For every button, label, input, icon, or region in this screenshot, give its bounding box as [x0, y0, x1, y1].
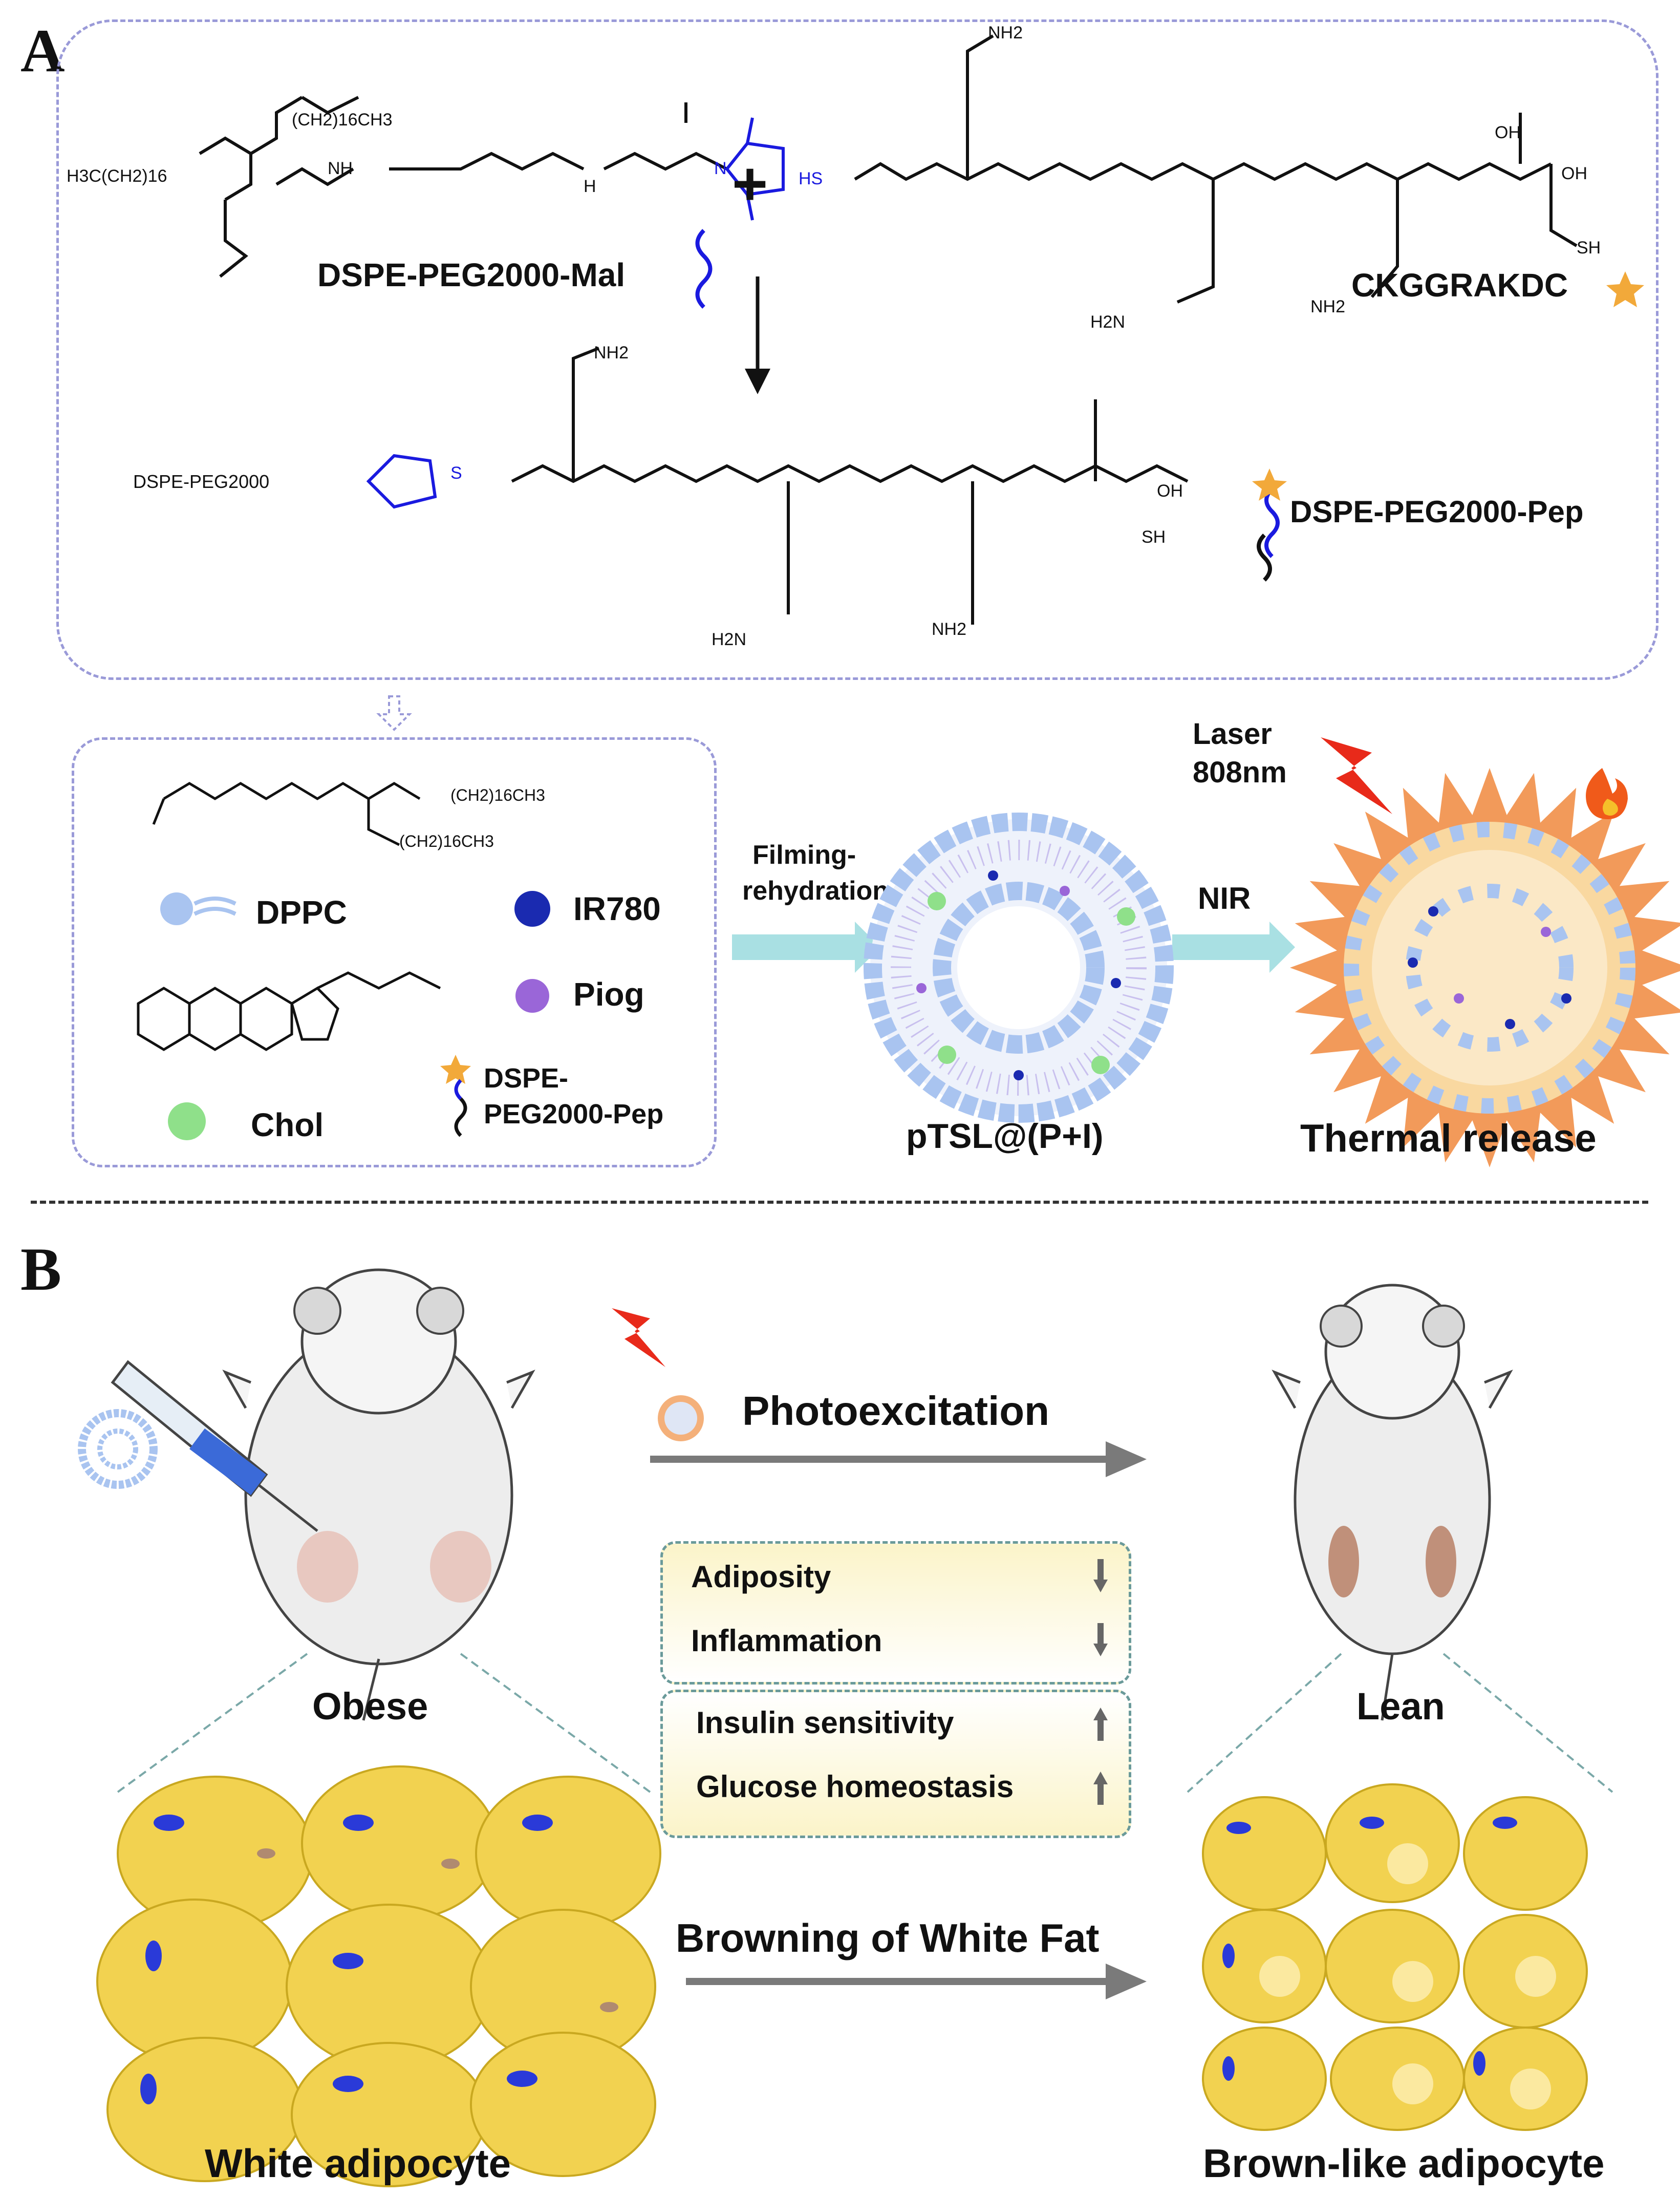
- panel-separator: [31, 1201, 1648, 1204]
- white-adipocyte-cluster: [96, 1765, 661, 2187]
- peptide-backbone-product: [511, 347, 1189, 625]
- laser-label-2: 808nm: [1193, 756, 1287, 789]
- reaction-arrow-head: [745, 369, 770, 394]
- lipid-h: H: [584, 177, 596, 196]
- photoexcitation-arrow: [1106, 1441, 1147, 1477]
- lipid-n: N: [714, 159, 727, 178]
- mouse-icon: [222, 1268, 535, 1721]
- injected-liposome-icon: [78, 1409, 158, 1489]
- peptide-nh2-bottom: NH2: [1310, 297, 1346, 316]
- peptide-hs: HS: [799, 169, 823, 188]
- dspe-mal-label: DSPE-PEG2000-Mal: [317, 257, 626, 293]
- dppc-label: DPPC: [256, 894, 347, 931]
- piog-icon: [515, 979, 549, 1013]
- product-nh2-top: NH2: [594, 343, 629, 363]
- dspe-pep-label-1: DSPE-: [484, 1063, 569, 1094]
- peptide-h2n: H2N: [1090, 312, 1126, 332]
- dppc-chain-1: (CH2)16CH3: [450, 786, 545, 804]
- liposome-label: pTSL@(P+I): [906, 1117, 1104, 1156]
- small-lightning-icon: [612, 1308, 665, 1367]
- effect-adiposity: Adiposity: [691, 1560, 831, 1594]
- photoexcitation-label: Photoexcitation: [742, 1388, 1050, 1434]
- ir780-label: IR780: [573, 890, 661, 927]
- white-adipocyte-label: White adipocyte: [205, 2141, 511, 2186]
- product-oh: OH: [1157, 481, 1183, 501]
- syringe-icon: [111, 1360, 318, 1532]
- lipid-chain-left: H3C(CH2)16: [67, 166, 167, 186]
- dspe-pep-star-icon: [440, 1055, 471, 1084]
- laser-label-1: Laser: [1193, 717, 1272, 751]
- brown-adipocyte-cluster: [1202, 1783, 1588, 2131]
- product-star-icon: [1252, 468, 1287, 501]
- product-label: DSPE-PEG2000-Pep: [1290, 495, 1584, 529]
- chol-label: Chol: [251, 1106, 324, 1143]
- lipid-nh: NH: [328, 159, 353, 178]
- dspe-mal-squiggle: [695, 229, 713, 309]
- peptide-nh2-top: NH2: [988, 23, 1023, 42]
- product-prefix: DSPE-PEG2000: [133, 471, 270, 492]
- maleimide-ring: [725, 117, 785, 221]
- product-squiggle-tail: [1257, 534, 1272, 582]
- effect-glucose: Glucose homeostasis: [696, 1769, 1014, 1804]
- peptide-label: CKGGRAKDC: [1351, 267, 1568, 304]
- down-arrow-adiposity-icon: [1093, 1559, 1108, 1592]
- down-arrow-inflammation-icon: [1093, 1623, 1108, 1656]
- dspe-pep-label-2: PEG2000-Pep: [484, 1099, 664, 1129]
- lipid-chain-top: (CH2)16CH3: [292, 110, 393, 130]
- product-s: S: [450, 463, 462, 483]
- product-squiggle: [1264, 487, 1280, 558]
- product-sh: SH: [1141, 527, 1166, 547]
- effects-up-box: [660, 1690, 1131, 1838]
- dspe-pep-squiggle: [454, 1079, 462, 1100]
- ir780-icon: [514, 891, 550, 927]
- peptide-oh: OH: [1495, 123, 1521, 142]
- product-h2n: H2N: [712, 630, 747, 649]
- dppc-icon: [160, 892, 236, 925]
- effects-down-box: [660, 1541, 1131, 1685]
- peptide-backbone-reagent: [854, 34, 1578, 304]
- dppc-chain-2: (CH2)16CH3: [399, 832, 494, 850]
- piog-label: Piog: [573, 976, 644, 1013]
- step1-label-2: rehydration: [742, 876, 889, 906]
- filming-arrow-icon: [732, 922, 880, 973]
- brown-adipocyte-label: Brown-like adipocyte: [1203, 2141, 1605, 2186]
- succinimide-ring: [366, 454, 437, 509]
- product-nh2-bottom: NH2: [932, 620, 967, 639]
- up-arrow-glucose-icon: [1093, 1772, 1108, 1805]
- components-box: [72, 737, 717, 1167]
- panel-b-letter: B: [20, 1235, 62, 1303]
- lean-mouse-icon: [1272, 1284, 1513, 1721]
- lipid-structure: [199, 96, 728, 278]
- dppc-structure: [152, 782, 421, 846]
- chol-structure: [137, 971, 441, 1051]
- browning-label: Browning of White Fat: [676, 1915, 1100, 1960]
- step1-label-1: Filming-: [752, 840, 856, 870]
- thermal-release-label: Thermal release: [1300, 1117, 1597, 1160]
- dspe-pep-tail: [454, 1097, 467, 1137]
- nir-arrow-icon: [1172, 922, 1295, 973]
- up-arrow-insulin-icon: [1093, 1708, 1108, 1741]
- peptide-star-icon: [1606, 271, 1644, 307]
- lean-label: Lean: [1356, 1685, 1445, 1728]
- peptide-sh: SH: [1577, 238, 1601, 258]
- browning-arrow: [1106, 1964, 1147, 1999]
- nir-label: NIR: [1198, 881, 1251, 915]
- plus-sign: +: [732, 150, 768, 218]
- chol-icon: [168, 1102, 206, 1140]
- peptide-oh-end: OH: [1561, 164, 1587, 183]
- synthesis-box: [56, 19, 1659, 680]
- obese-label: Obese: [312, 1685, 428, 1728]
- effect-insulin: Insulin sensitivity: [696, 1705, 954, 1740]
- effect-inflammation: Inflammation: [691, 1624, 882, 1658]
